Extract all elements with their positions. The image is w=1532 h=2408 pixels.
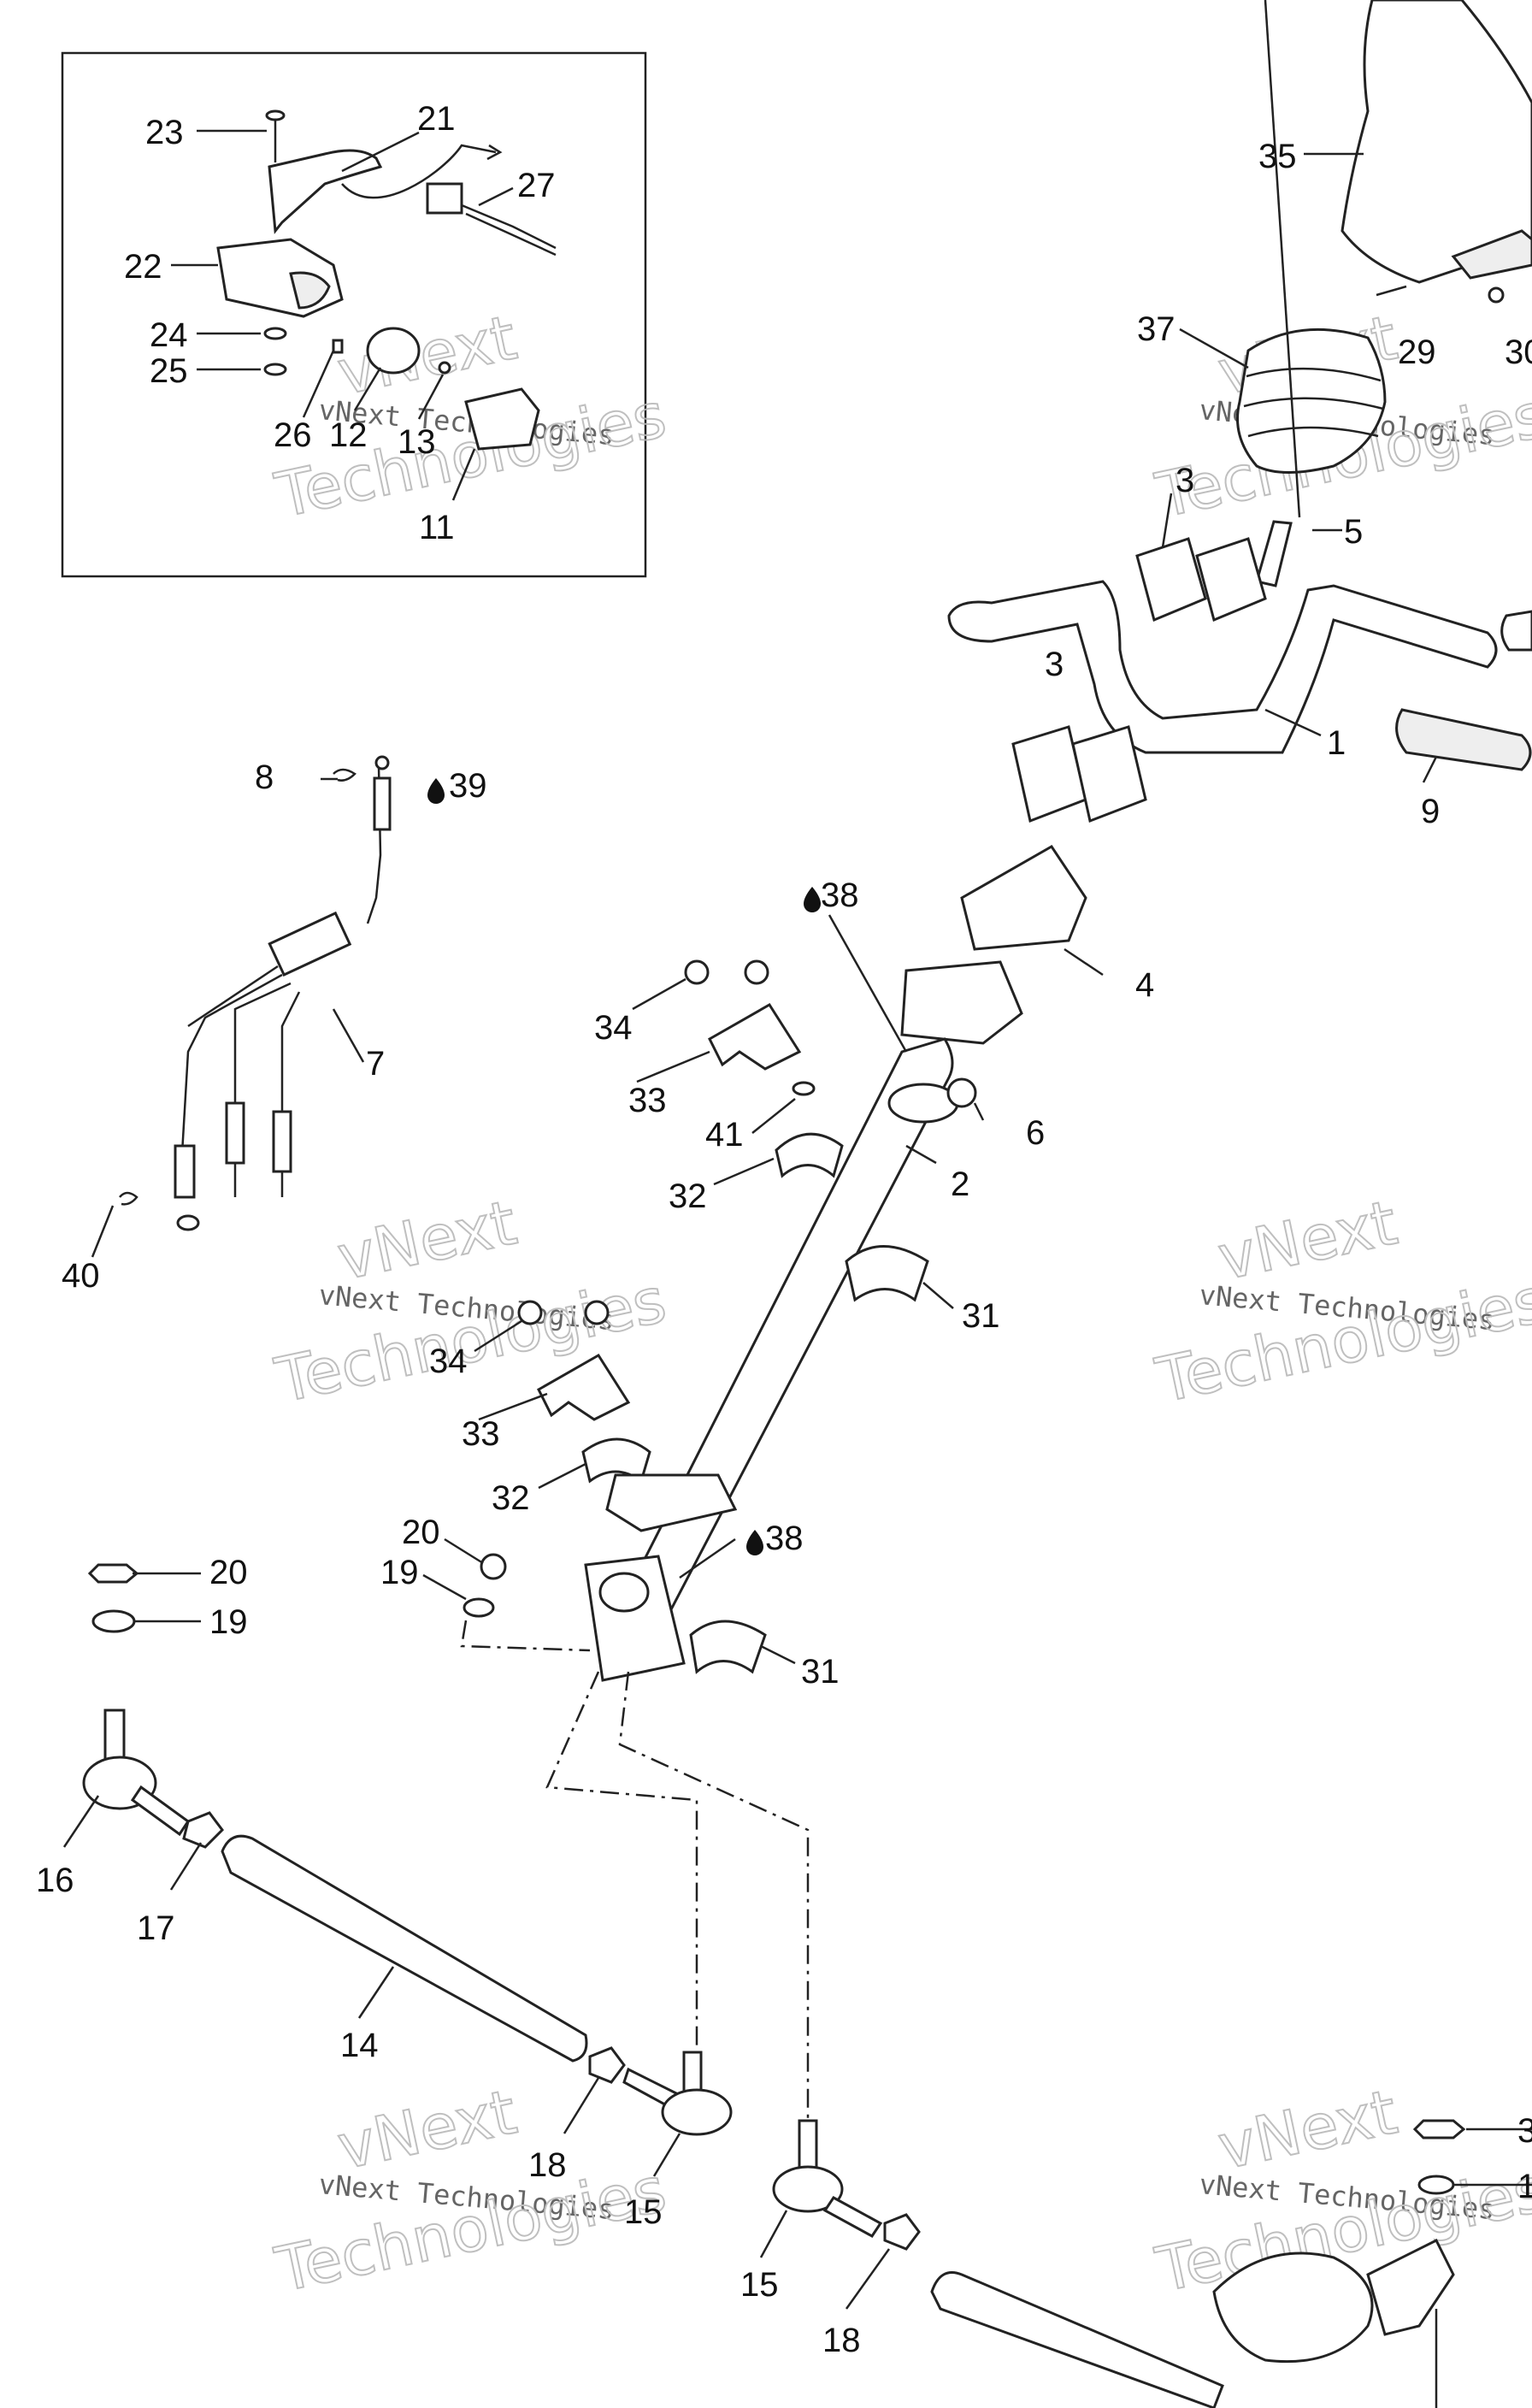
inset-parts <box>216 109 557 451</box>
inset-frame <box>61 51 647 578</box>
callout-labels: 23 21 27 22 24 25 26 12 13 11 35 37 29 3… <box>36 100 1532 2359</box>
callout-3-upper: 3 <box>1176 462 1194 499</box>
callout-33-upper: 33 <box>628 1082 667 1119</box>
callout-40: 40 <box>62 1257 100 1295</box>
callout-19-mid: 19 <box>380 1554 419 1591</box>
callout-27: 27 <box>517 167 556 204</box>
watermark-4: vNext vNext Technologies Technologies <box>1149 1185 1532 1417</box>
callout-19-left: 19 <box>209 1603 248 1641</box>
callout-15-lower: 15 <box>740 2266 779 2304</box>
callout-24: 24 <box>150 316 188 354</box>
callout-7: 7 <box>366 1045 385 1083</box>
leader-lines <box>62 129 1532 2310</box>
callout-34-upper: 34 <box>594 1009 633 1047</box>
callout-26: 26 <box>274 416 312 454</box>
lubricant-drop-icon <box>804 887 821 912</box>
callout-4: 4 <box>1135 966 1154 1004</box>
steering-assembly <box>119 0 1532 2121</box>
callout-20-left: 20 <box>209 1554 248 1591</box>
callout-39: 39 <box>449 767 487 805</box>
callout-35: 35 <box>1258 138 1297 175</box>
tie-rod-assembly <box>82 1563 1466 2408</box>
callout-18-mid: 18 <box>528 2146 567 2184</box>
callout-1-bottom: 1 <box>1517 2168 1532 2205</box>
callout-41: 41 <box>705 1116 744 1154</box>
callout-16: 16 <box>36 1862 74 1899</box>
callout-9: 9 <box>1421 793 1440 830</box>
watermark-brand: vNext <box>332 301 522 409</box>
callout-30: 30 <box>1505 333 1532 371</box>
callout-32-upper: 32 <box>669 1177 707 1215</box>
callout-13: 13 <box>398 423 436 461</box>
watermark-brand: vNext <box>1212 2075 1403 2183</box>
callout-38-lower: 38 <box>765 1520 804 1557</box>
callout-25: 25 <box>150 352 188 390</box>
callout-29: 29 <box>1398 333 1436 371</box>
lubricant-drop-icon <box>427 778 445 804</box>
callout-31-lower: 31 <box>801 1653 840 1691</box>
callout-2: 2 <box>951 1166 969 1203</box>
callout-11: 11 <box>419 509 455 546</box>
callout-5: 5 <box>1344 513 1363 551</box>
lubricant-icons <box>427 778 821 1555</box>
callout-21: 21 <box>417 100 456 138</box>
callout-8: 8 <box>255 758 274 796</box>
callout-33-lower: 33 <box>462 1415 500 1453</box>
callout-31-upper: 31 <box>962 1297 1000 1335</box>
callout-37: 37 <box>1137 310 1176 348</box>
callout-20-mid: 20 <box>402 1514 440 1551</box>
callout-38-upper: 38 <box>821 876 859 914</box>
callout-15-mid: 15 <box>624 2193 663 2231</box>
callout-32-lower: 32 <box>492 1479 530 1517</box>
callout-14: 14 <box>340 2027 379 2064</box>
callout-1: 1 <box>1327 724 1346 762</box>
watermark-5: vNext vNext Technologies Technologies <box>268 2075 673 2306</box>
callout-3-bottom: 3 <box>1517 2112 1532 2150</box>
callout-34-lower: 34 <box>429 1343 468 1380</box>
callout-22: 22 <box>124 248 162 286</box>
watermark-brand: vNext <box>332 2075 522 2183</box>
watermark-brand: vNext <box>332 1186 522 1294</box>
callout-18-lower: 18 <box>822 2322 861 2359</box>
callout-12: 12 <box>329 416 368 454</box>
lubricant-drop-icon <box>746 1530 763 1555</box>
callout-17: 17 <box>137 1909 175 1947</box>
watermark-brand: vNext <box>1212 1186 1403 1294</box>
callout-3-lower: 3 <box>1045 646 1064 683</box>
callout-23: 23 <box>145 114 184 151</box>
callout-6: 6 <box>1026 1114 1045 1152</box>
